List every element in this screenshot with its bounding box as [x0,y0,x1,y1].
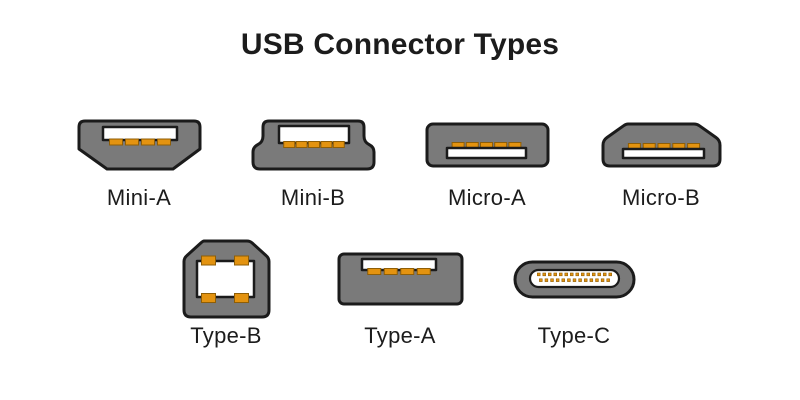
connector-card-mini-b: Mini-B [226,118,400,211]
type-a-connector-icon [337,252,463,306]
type-c-pins-top [536,272,612,276]
connector-pin [416,268,431,275]
page-title: USB Connector Types [240,28,560,61]
connector-card-mini-a: Mini-A [52,118,226,211]
connector-card-type-c: Type-C [487,240,661,349]
type-c-pins-bottom [538,277,610,282]
type-b-graphic-area [181,239,272,319]
connector-label-micro-a: Micro-A [448,185,526,210]
connector-pin [572,277,576,282]
type-b-slot [195,259,255,299]
type-a-graphic-area [337,240,464,318]
type-b-pins-top [200,255,249,266]
micro-a-connector-icon [425,122,549,168]
connector-pin [566,277,571,282]
connector-pin [589,277,593,282]
micro-b-slot [621,147,705,160]
connector-pin [124,138,139,146]
connector-label-type-a: Type-A [364,323,436,348]
connector-pin [580,272,584,276]
connector-pin [140,138,155,146]
connector-pin [399,268,414,275]
connector-pin [586,272,590,276]
type-a-slot [360,257,437,272]
connector-pin [561,277,565,282]
connector-pin [307,141,320,148]
connector-pin [549,277,554,282]
connector-pin [544,277,548,282]
micro-a-graphic-area [425,118,550,172]
connector-pin [200,293,216,303]
connector-label-mini-b: Mini-B [280,185,346,210]
connector-pin [602,272,606,276]
connector-pin [233,293,249,303]
type-c-graphic-area [513,240,636,318]
mini-b-connector-icon [251,119,375,171]
type-a-pins [366,268,431,275]
connector-pin [366,268,381,275]
connector-pin [282,141,295,148]
connector-pin [108,138,123,146]
connector-label-mini-a: Mini-A [106,185,172,210]
connector-pin [594,277,599,282]
mini-a-slot [101,125,178,142]
connector-pin [608,272,612,276]
connector-card-type-b: Type-B [139,239,313,349]
type-c-connector-icon [513,260,635,298]
connector-pin [547,272,551,276]
connector-pin [558,272,562,276]
micro-a-slot [445,146,527,160]
connector-pin [332,141,345,148]
connector-card-micro-a: Micro-A [400,118,574,211]
connector-card-micro-b: Micro-B [574,118,748,211]
connector-pin [536,272,540,276]
connector-pin [319,141,332,148]
connector-pin [553,272,557,276]
connector-pin [583,277,587,282]
type-b-connector-icon [182,239,270,319]
connector-card-type-a: Type-A [313,240,487,349]
connector-pin [383,268,398,275]
connector-pin [600,277,604,282]
connector-pin [200,255,216,266]
micro-b-graphic-area [601,118,722,172]
connector-label-type-b: Type-B [190,323,262,348]
connector-pin [538,277,543,282]
connector-row-2: Type-B Type-A Type-C [0,239,800,349]
connector-pin [577,277,582,282]
connector-row-1: Mini-A Mini-B Micro-A [0,118,800,211]
mini-b-graphic-area [251,118,376,172]
connector-pin [591,272,595,276]
micro-b-pins [627,143,700,150]
connector-pin [569,272,573,276]
connector-pin [555,277,559,282]
mini-a-pins [108,138,171,146]
connector-label-type-c: Type-C [537,323,611,348]
connector-pin [542,272,546,276]
micro-b-connector-icon [601,122,721,168]
connector-pin [564,272,568,276]
mini-b-pins [282,141,345,148]
connector-label-micro-b: Micro-B [622,185,700,210]
mini-b-slot [277,124,350,145]
connector-pin [295,141,308,148]
connector-pin [597,272,601,276]
mini-a-connector-icon [77,119,201,171]
connector-pin [605,277,610,282]
mini-a-graphic-area [77,118,202,172]
connector-pin [233,255,249,266]
connector-pin [156,138,171,146]
connector-pin [575,272,579,276]
type-b-pins-bottom [200,293,249,303]
